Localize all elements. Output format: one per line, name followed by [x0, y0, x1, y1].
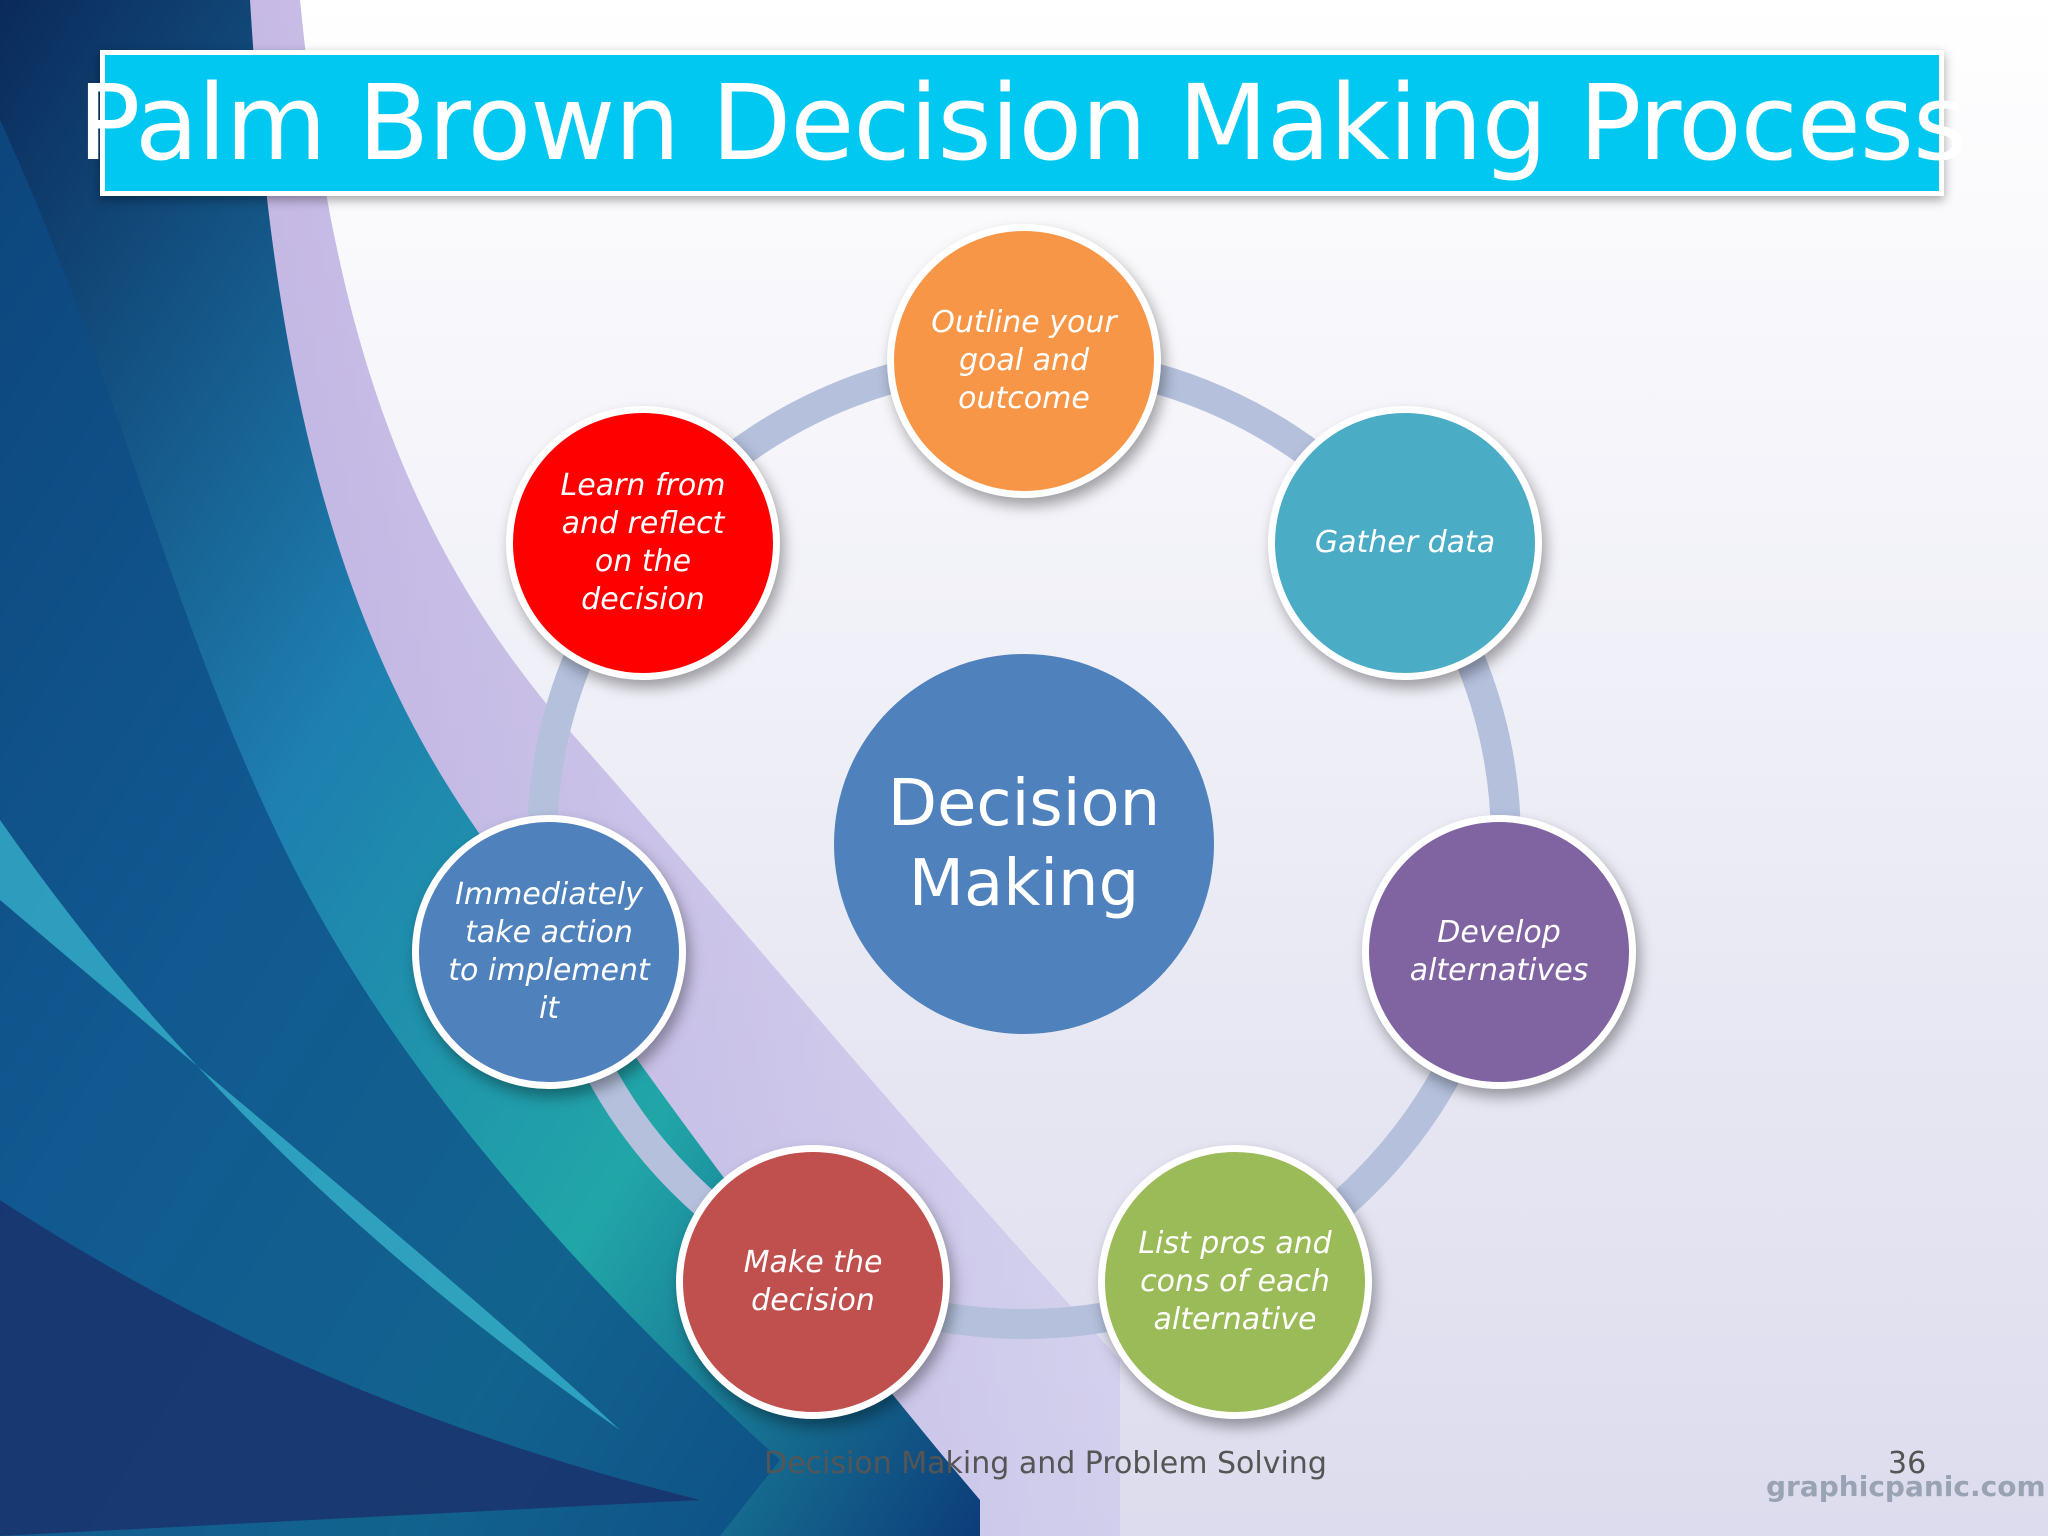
step-node-gather-data: Gather data	[1268, 406, 1542, 680]
step-node-outline-goal: Outline your goal and outcome	[887, 224, 1161, 498]
step-label: Outline your goal and outcome	[931, 305, 1117, 416]
step-label: Gather data	[1314, 525, 1496, 560]
footer-text: Decision Making and Problem Solving	[764, 1446, 1327, 1481]
step-node-list-pros-cons: List pros and cons of each alternative	[1098, 1145, 1372, 1419]
step-node-learn-reflect: Learn from and reflect on the decision	[506, 406, 780, 680]
step-node-make-decision: Make the decision	[676, 1145, 950, 1419]
watermark-logo: graphicpanic.com	[1766, 1470, 2046, 1503]
center-label-line2: Making	[908, 847, 1140, 921]
step-label: Immediately take action to implement it	[448, 877, 650, 1026]
step-label: Make the decision	[743, 1245, 883, 1318]
step-label: Learn from and reflect on the decision	[560, 468, 726, 617]
page-number: 36	[1888, 1446, 1927, 1481]
step-label: Develop alternatives	[1409, 915, 1589, 988]
title-banner: Palm Brown Decision Making Process	[78, 50, 1967, 196]
center-label-line1: Decision	[887, 767, 1161, 841]
page-title: Palm Brown Decision Making Process	[77, 62, 1967, 184]
step-node-take-action: Immediately take action to implement it	[412, 815, 686, 1089]
step-node-develop-alternatives: Develop alternatives	[1362, 815, 1636, 1089]
center-node: Decision Making	[834, 654, 1214, 1034]
step-label: List pros and cons of each alternative	[1138, 1226, 1332, 1337]
